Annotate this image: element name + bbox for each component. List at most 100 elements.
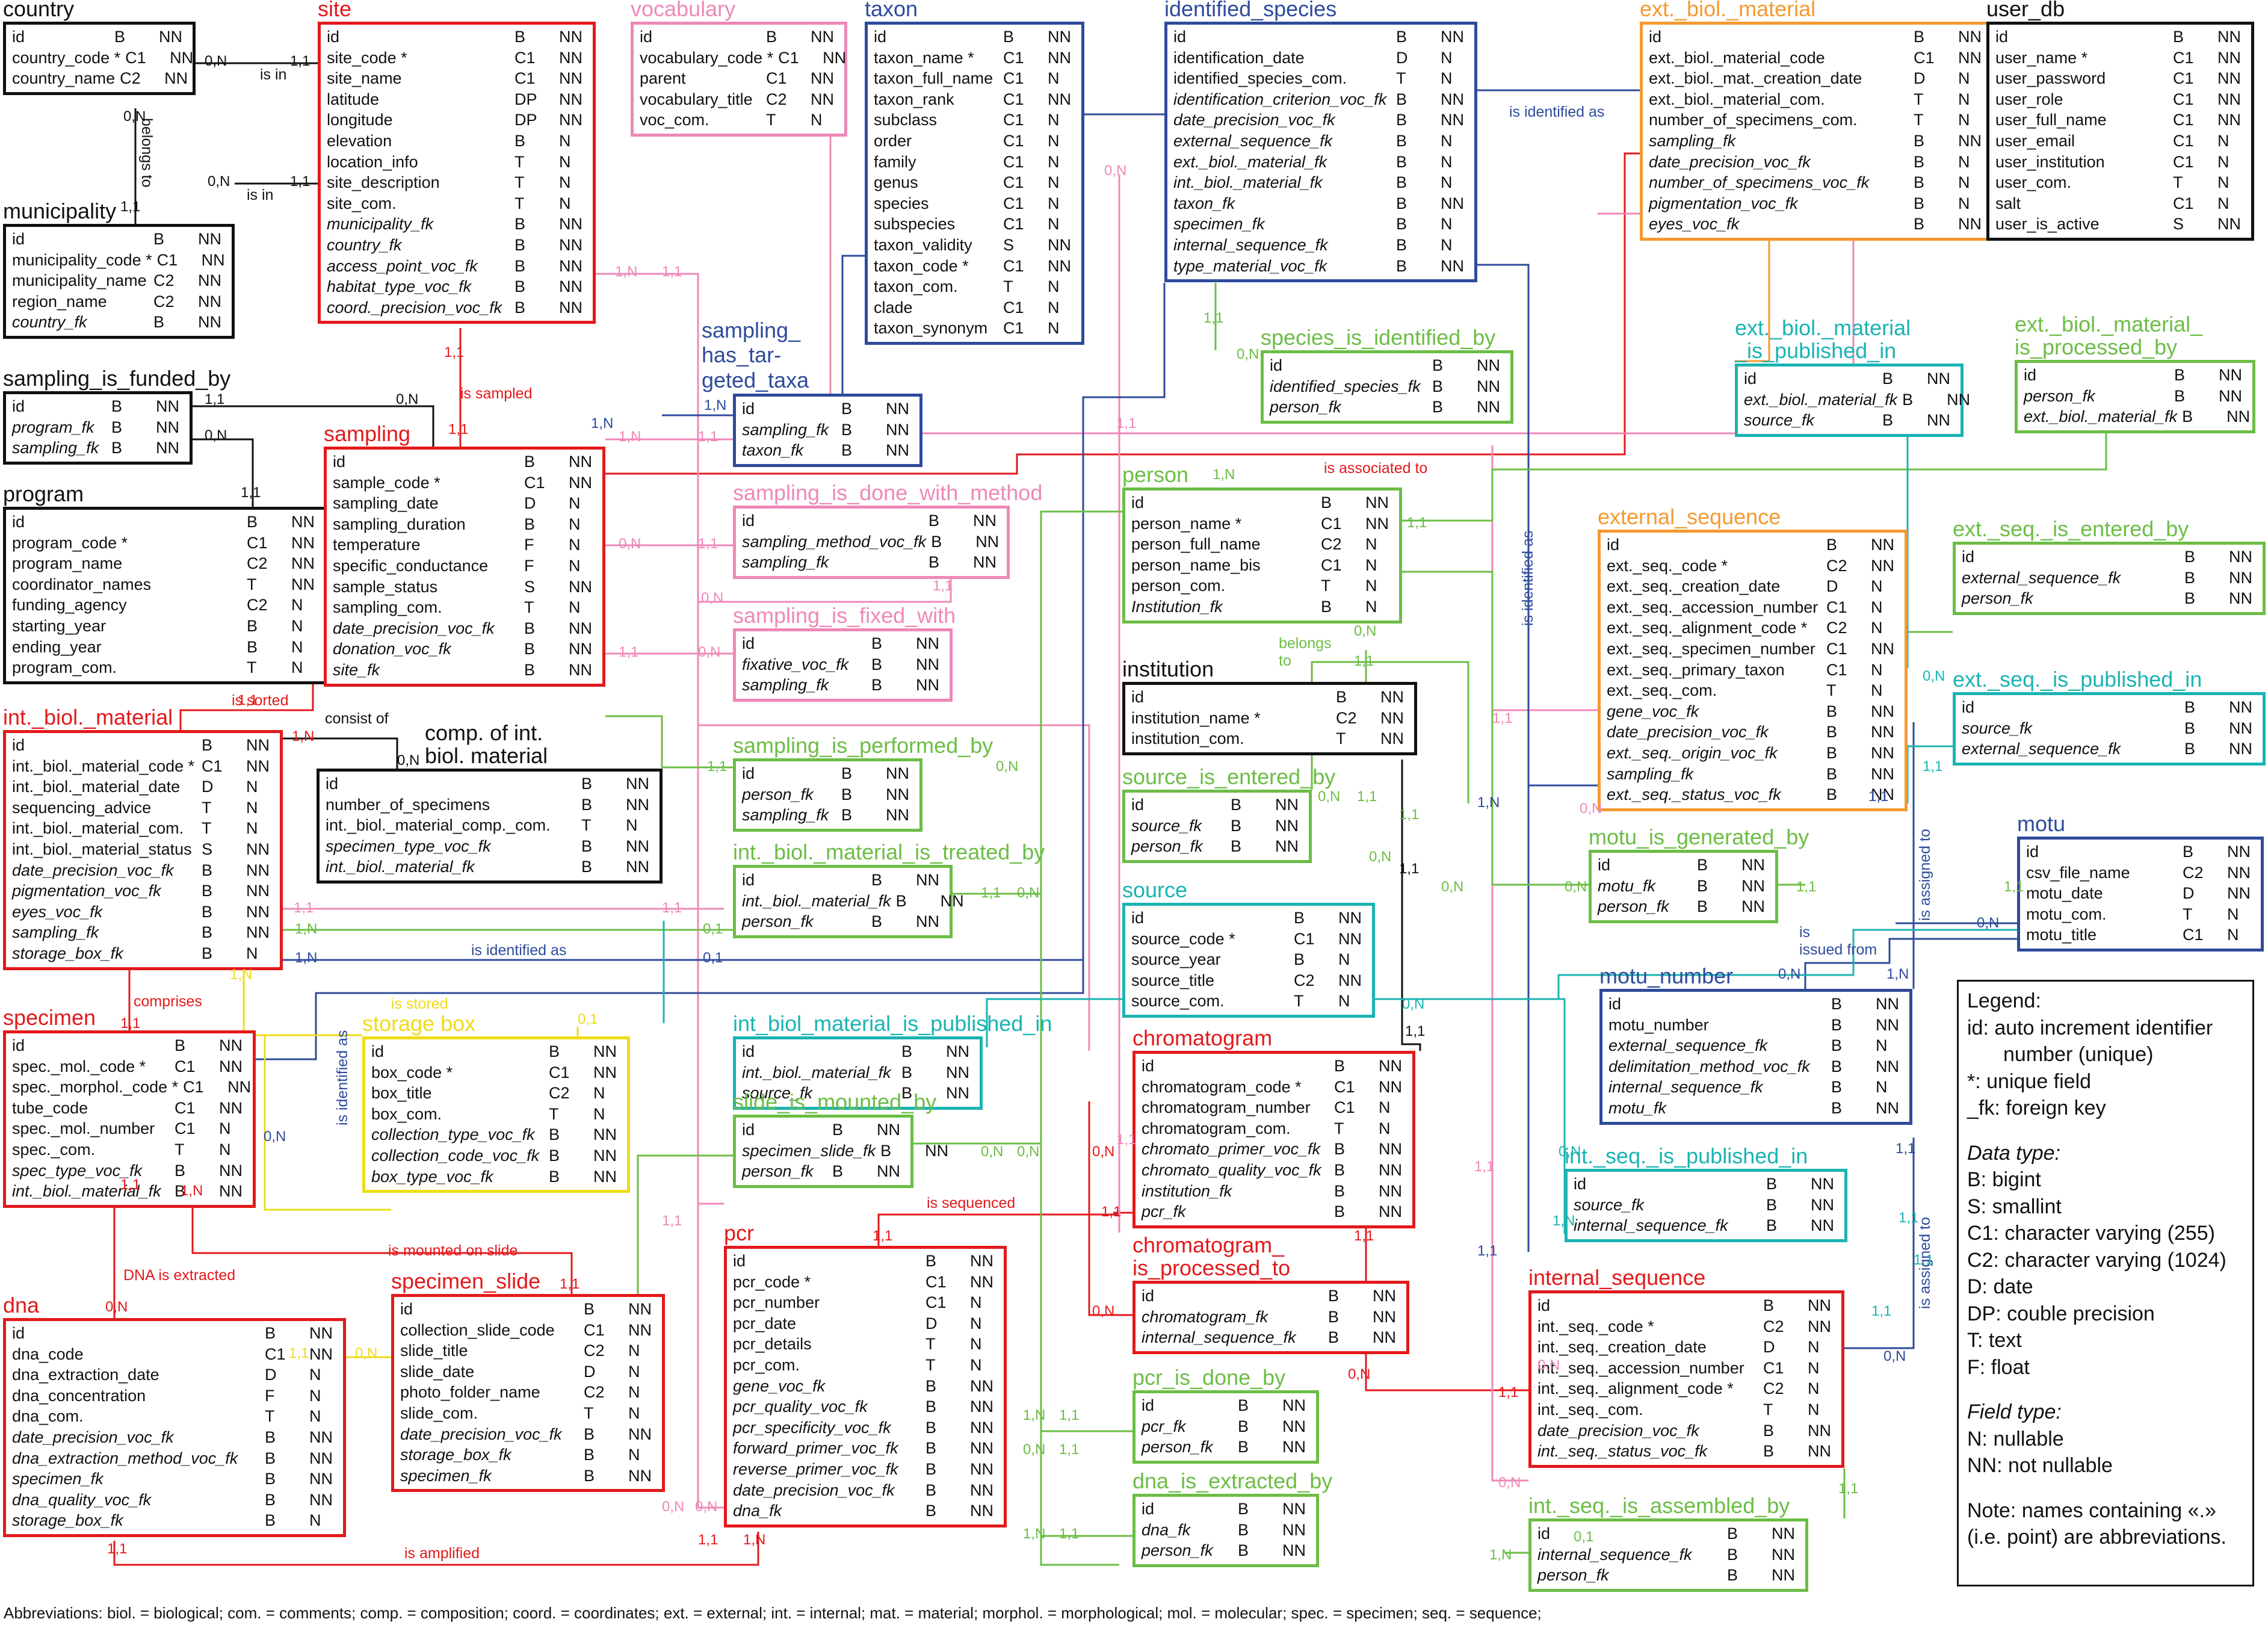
field-type: B bbox=[1396, 111, 1407, 129]
legend-field-type: NN: not nullable bbox=[1967, 1454, 2113, 1477]
abbreviations-footer: Abbreviations: biol. = biological; com. … bbox=[4, 1604, 1542, 1622]
cardinality-label: 0,1 bbox=[578, 1011, 598, 1027]
field-name: int._biol._material_fk bbox=[1173, 173, 1323, 192]
field-nullable: N bbox=[1871, 660, 1883, 679]
field-nullable: NN bbox=[628, 1425, 652, 1443]
field-name: person_fk bbox=[2024, 386, 2095, 405]
cardinality-label: 1,1 bbox=[294, 900, 314, 916]
field-nullable: NN bbox=[1275, 837, 1299, 856]
field-name: person_full_name bbox=[1131, 535, 1261, 554]
field-nullable: N bbox=[246, 944, 258, 962]
field-name: id bbox=[1607, 536, 1620, 554]
cardinality-label: 1,1 bbox=[241, 484, 261, 501]
field-name: starting_year bbox=[12, 616, 107, 635]
field-type: B bbox=[925, 1376, 937, 1395]
field-type: C1 bbox=[1003, 90, 1024, 108]
field-type: B bbox=[871, 912, 883, 931]
cardinality-label: 0,N bbox=[1778, 966, 1801, 982]
legend-title: Legend: bbox=[1967, 989, 2041, 1012]
field-nullable: NN bbox=[1380, 729, 1404, 748]
field-type: C1 bbox=[1763, 1358, 1784, 1377]
field-type: B bbox=[925, 1439, 937, 1458]
cardinality-label: 1,1 bbox=[205, 391, 225, 407]
cardinality-label: 1,1 bbox=[1896, 1141, 1916, 1157]
table-title: comp. of int. biol. material bbox=[425, 720, 548, 769]
field-nullable: NN bbox=[2219, 386, 2242, 405]
field-nullable: N bbox=[2227, 905, 2239, 923]
table-title: ext._seq._is_entered_by bbox=[1953, 516, 2189, 542]
field-name: taxon_name * bbox=[874, 48, 974, 67]
field-type: C2 bbox=[153, 292, 175, 311]
legend-data-type: C2: character varying (1024) bbox=[1967, 1248, 2226, 1272]
field-name: box_type_voc_fk bbox=[371, 1167, 493, 1186]
field-type: T bbox=[1003, 277, 1013, 296]
field-nullable: NN bbox=[1379, 1160, 1402, 1179]
field-name: source_fk bbox=[1131, 816, 1202, 835]
legend-field-type: N: nullable bbox=[1967, 1427, 2064, 1450]
field-type: B bbox=[2174, 386, 2186, 405]
field-nullable: N bbox=[1441, 215, 1453, 234]
field-nullable: NN bbox=[246, 736, 270, 754]
cardinality-label: 0,N bbox=[397, 752, 420, 769]
field-type: B bbox=[524, 660, 536, 679]
field-nullable: NN bbox=[246, 757, 270, 775]
field-type: B bbox=[925, 1502, 937, 1520]
field-nullable: NN bbox=[1958, 131, 1982, 150]
relation-line bbox=[841, 255, 865, 397]
field-type: C1 bbox=[1003, 69, 1024, 88]
cardinality-label: 1,1 bbox=[120, 199, 141, 215]
field-name: int._biol._material_fk bbox=[742, 1063, 891, 1082]
field-nullable: NN bbox=[309, 1324, 333, 1342]
field-type: B bbox=[1766, 1175, 1778, 1193]
field-name: country_name bbox=[12, 69, 116, 88]
field-nullable: NN bbox=[1282, 1541, 1306, 1560]
field-type: C2 bbox=[766, 90, 787, 108]
field-nullable: NN bbox=[886, 400, 909, 418]
relation-label: is mounted on slide bbox=[388, 1242, 518, 1259]
field-type: B bbox=[1238, 1541, 1249, 1560]
field-nullable: N bbox=[219, 1119, 231, 1138]
field-nullable: N bbox=[291, 658, 303, 677]
relation-line bbox=[1088, 1101, 1132, 1316]
field-nullable: NN bbox=[886, 441, 909, 460]
field-name: id bbox=[12, 28, 25, 46]
cardinality-label: 1,1 bbox=[1923, 758, 1943, 775]
field-type: B bbox=[1697, 897, 1708, 916]
field-nullable: NN bbox=[569, 453, 592, 471]
field-type: B bbox=[581, 837, 593, 855]
field-name: id bbox=[12, 1036, 25, 1054]
cardinality-label: 1,N bbox=[704, 397, 727, 413]
cardinality-label: 0,N bbox=[205, 427, 227, 444]
field-type: C1 bbox=[1334, 1098, 1355, 1117]
field-type: B bbox=[1238, 1417, 1249, 1435]
field-type: B bbox=[175, 1036, 186, 1054]
field-nullable: NN bbox=[1772, 1566, 1795, 1585]
field-type: B bbox=[1914, 28, 1925, 46]
field-nullable: NN bbox=[811, 69, 834, 88]
table-title: motu bbox=[2017, 811, 2066, 837]
